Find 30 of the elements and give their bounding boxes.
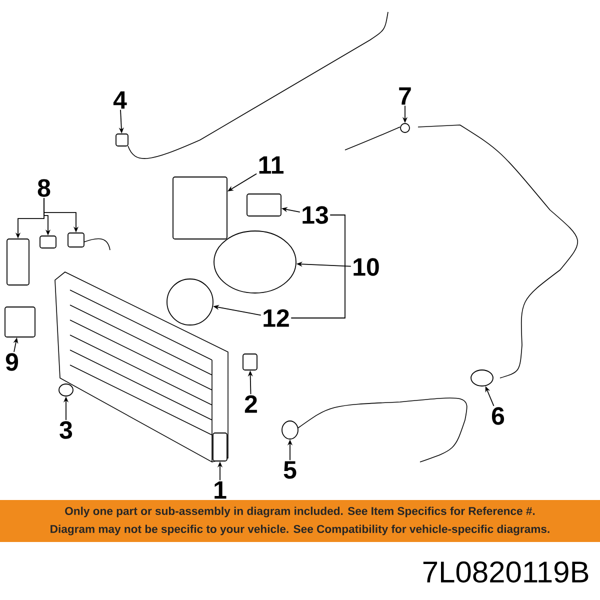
part-drawing	[242, 354, 258, 370]
callout-number: 13	[302, 206, 328, 224]
part-drawing	[116, 134, 128, 146]
part-drawing	[4, 306, 36, 338]
part-drawing	[166, 278, 214, 326]
callout-number: 3	[60, 421, 72, 439]
callout-number: 7	[399, 87, 411, 105]
part-drawing	[40, 236, 56, 248]
part-number: 7L0820119B	[423, 561, 588, 583]
part-drawing	[246, 194, 282, 216]
part-drawing	[214, 230, 296, 294]
part-drawing	[400, 123, 410, 133]
callout-number: 2	[244, 395, 257, 413]
callout-number: 5	[284, 461, 296, 479]
callout-number: 6	[492, 407, 504, 425]
callout-number: 12	[264, 309, 289, 327]
part-drawing	[6, 238, 30, 286]
part-drawing	[282, 420, 298, 440]
part-drawing	[58, 384, 74, 396]
part-drawing	[68, 232, 84, 248]
callout-number: 4	[113, 91, 127, 109]
part-drawing	[172, 176, 228, 240]
callout-number: 9	[6, 353, 18, 371]
notice-banner: Only one part or sub-assembly in diagram included. See Item Specifics for Reference #. Diagram may not be specific to your vehicle. See Compatibility for vehicle-specific diagrams.	[0, 500, 600, 542]
callout-number: 1	[214, 481, 226, 499]
callout-number: 8	[38, 179, 50, 197]
callout-number: 10	[354, 258, 379, 276]
part-drawing	[470, 370, 494, 386]
part-drawing	[212, 432, 228, 462]
callout-number: 11	[259, 156, 284, 174]
